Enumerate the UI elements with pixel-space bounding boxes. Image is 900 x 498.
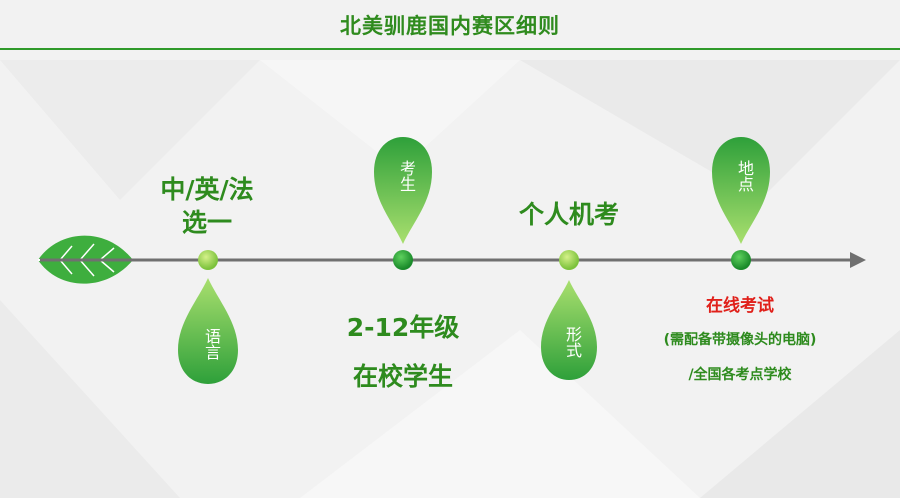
- milestone-4-note-line2: /全国各考点学校: [688, 367, 792, 383]
- page-title: 北美驯鹿国内赛区细则: [340, 14, 560, 38]
- milestone-3-drop-text: 形式: [563, 326, 582, 358]
- drop-marker-3: [541, 280, 597, 380]
- title-divider: [0, 48, 900, 50]
- milestone-2-label-line1: 2-12年级: [346, 313, 460, 342]
- milestone-4-note-line1: (需配备带摄像头的电脑): [663, 332, 817, 348]
- timeline-dot-3: [559, 250, 579, 270]
- timeline-dot-2: [393, 250, 413, 270]
- milestone-4-drop-text: 地点: [735, 160, 754, 192]
- drop-marker-1: [178, 278, 238, 384]
- milestone-3-label: 个人机考: [518, 200, 619, 229]
- timeline-arrow: [850, 252, 866, 268]
- milestone-2-drop-text: 考生: [397, 160, 416, 192]
- milestone-1-label-line2: 选一: [181, 208, 232, 237]
- drop-marker-4: [712, 137, 770, 244]
- milestone-1-drop-text: 语言: [202, 328, 221, 360]
- timeline-dot-4: [731, 250, 751, 270]
- milestone-1-label-line1: 中/英/法: [160, 175, 254, 204]
- milestone-2-label-line2: 在校学生: [352, 362, 453, 391]
- drop-marker-2: [374, 137, 432, 244]
- milestone-4-note-red: 在线考试: [706, 296, 774, 316]
- timeline-dot-1: [198, 250, 218, 270]
